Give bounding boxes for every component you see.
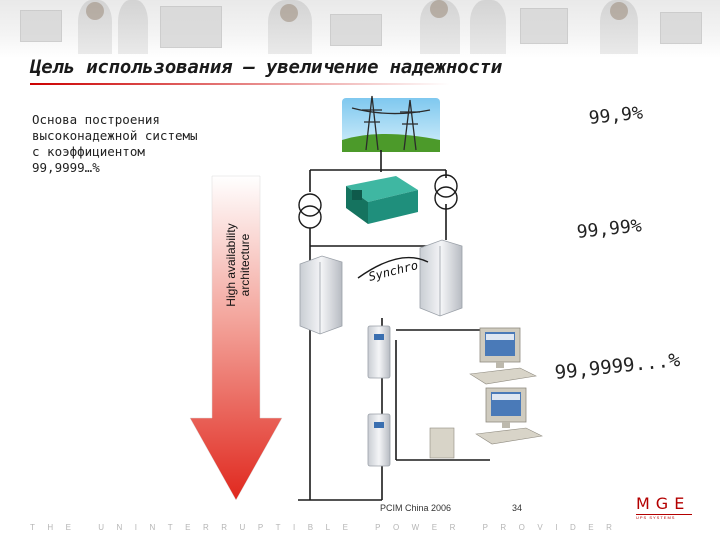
arrow-label: High availability architecture [224, 190, 252, 340]
description-line: 99,9999…% [32, 160, 100, 175]
description-line: с коэффициентом [32, 144, 145, 159]
logo-text: MGE [636, 494, 691, 513]
static-switch-icon [367, 325, 391, 379]
power-grid-icon [342, 95, 440, 152]
generator-icon [346, 176, 418, 224]
company-logo: MGE UPS SYSTEMS [636, 496, 692, 528]
wiring-lines [298, 150, 490, 501]
page-number: 34 [512, 503, 523, 513]
description-line: высоконадежной системы [32, 128, 198, 143]
reliability-arrow [189, 175, 283, 501]
static-switch-icon [367, 413, 391, 467]
computer-icon [469, 327, 537, 385]
arrow-label-line: High availability [224, 223, 238, 307]
ups-cabinet-icon [419, 239, 463, 317]
description-line: Основа построения [32, 112, 160, 127]
footer-tagline: THE UNINTERRUPTIBLE POWER PROVIDER [30, 523, 625, 532]
transformer-icon [298, 193, 322, 229]
synchro-link [357, 256, 429, 279]
computer-icon [429, 387, 543, 459]
header-photo-banner [0, 0, 720, 58]
ups-cabinet-icon [299, 255, 343, 335]
title-underline [30, 83, 450, 85]
logo-subtext: UPS SYSTEMS [636, 514, 692, 521]
footer-event: PCIM China 2006 [380, 503, 452, 513]
description-text: Основа построения высоконадежной системы… [32, 112, 272, 176]
arrow-label-line: architecture [238, 233, 252, 297]
transformer-icon [434, 174, 458, 210]
page-title: Цель использования – увеличение надежнос… [30, 56, 503, 78]
